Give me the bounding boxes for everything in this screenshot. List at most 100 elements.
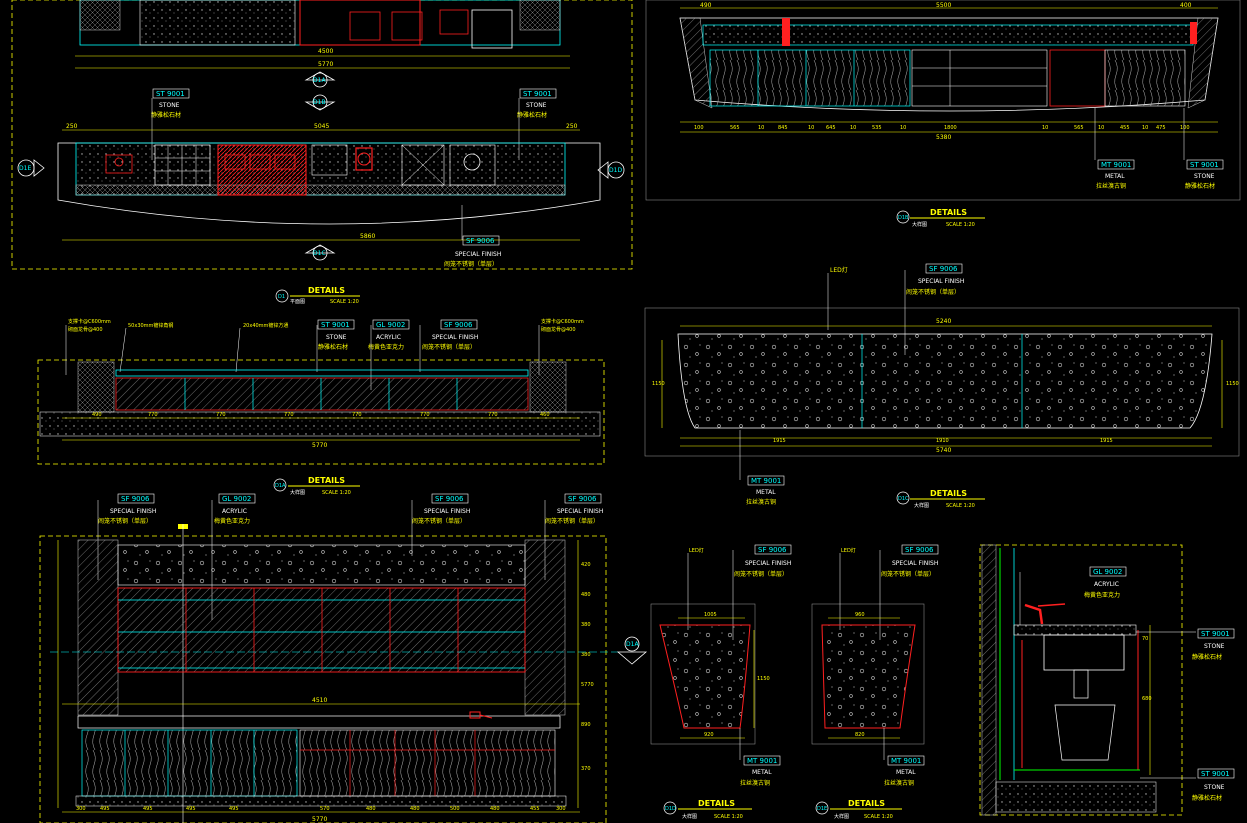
svg-text:490: 490 <box>700 2 712 9</box>
svg-text:820: 820 <box>855 732 865 738</box>
marker-d1a-elev: D1A <box>616 636 648 665</box>
svg-text:GL 9002: GL 9002 <box>222 495 251 503</box>
svg-text:5770: 5770 <box>581 682 594 688</box>
svg-text:SCALE 1:20: SCALE 1:20 <box>322 490 351 496</box>
note-tube: 50x30mm镀锌角钢 <box>119 322 173 373</box>
svg-text:SPECIAL FINISH: SPECIAL FINISH <box>557 508 603 515</box>
svg-text:770: 770 <box>284 412 294 418</box>
svg-text:闹笼不锈钢（单层）: 闹笼不锈钢（单层） <box>545 517 599 525</box>
callout-led-d1c: LED灯 <box>827 266 848 330</box>
svg-text:SF 9006: SF 9006 <box>435 495 464 503</box>
callout-led-small2: LED灯 <box>839 547 856 630</box>
svg-text:LED灯: LED灯 <box>841 547 856 554</box>
svg-text:STONE: STONE <box>526 102 547 109</box>
svg-text:MT 9001: MT 9001 <box>751 477 781 485</box>
detail-sink-section: 70 680 GL 9002 ACRYLIC 梅黄色亚克力 ST 9001 ST… <box>979 544 1235 816</box>
svg-text:ST 9001: ST 9001 <box>1190 161 1219 169</box>
svg-text:1800: 1800 <box>944 125 957 131</box>
svg-text:DETAILS: DETAILS <box>308 286 345 295</box>
svg-text:支撑卡@C600mm: 支撑卡@C600mm <box>541 318 584 325</box>
title-plan: D1 DETAILS 平面图 SCALE 1:20 <box>275 286 360 305</box>
note-keel-left: 支撑卡@C600mm 砌面龙骨@400 <box>65 318 111 375</box>
svg-text:DETAILS: DETAILS <box>848 799 885 808</box>
svg-text:SPECIAL FINISH: SPECIAL FINISH <box>424 508 470 515</box>
svg-text:100: 100 <box>1180 125 1190 131</box>
svg-text:闹笼不锈钢（单层）: 闹笼不锈钢（单层） <box>444 260 498 268</box>
svg-text:480: 480 <box>410 806 420 812</box>
svg-text:20x40mm镀锌方通: 20x40mm镀锌方通 <box>243 322 288 329</box>
svg-text:495: 495 <box>186 806 196 812</box>
svg-text:ACRYLIC: ACRYLIC <box>1094 581 1119 588</box>
svg-text:D1A: D1A <box>313 77 326 84</box>
dim-plan-top: 4500 <box>318 48 333 55</box>
svg-text:490: 490 <box>92 412 102 418</box>
svg-text:D1A: D1A <box>275 483 286 489</box>
svg-text:STONE: STONE <box>159 102 180 109</box>
svg-text:SF 9006: SF 9006 <box>121 495 150 503</box>
svg-text:平面图: 平面图 <box>290 299 305 305</box>
svg-text:SPECIAL FINISH: SPECIAL FINISH <box>455 251 501 258</box>
svg-text:ST 9001: ST 9001 <box>1201 630 1230 638</box>
section-d1b-frame <box>645 0 1241 201</box>
svg-text:拉丝溴古铜: 拉丝溴古铜 <box>746 498 776 506</box>
svg-text:ACRYLIC: ACRYLIC <box>222 508 247 515</box>
svg-text:LED灯: LED灯 <box>689 547 704 554</box>
svg-text:ST 9001: ST 9001 <box>321 321 350 329</box>
svg-text:1915: 1915 <box>1100 438 1113 444</box>
svg-text:455: 455 <box>530 806 540 812</box>
svg-text:50x30mm镀锌角钢: 50x30mm镀锌角钢 <box>128 322 173 329</box>
svg-text:大样图: 大样图 <box>834 813 849 820</box>
svg-text:420: 420 <box>581 562 591 568</box>
svg-text:D1B: D1B <box>313 99 326 106</box>
svg-text:5045: 5045 <box>314 123 329 130</box>
svg-text:370: 370 <box>581 766 591 772</box>
svg-text:SPECIAL FINISH: SPECIAL FINISH <box>892 560 938 567</box>
svg-text:闹笼不锈钢（单层）: 闹笼不锈钢（单层） <box>906 288 960 296</box>
svg-text:静雅松石材: 静雅松石材 <box>1192 794 1222 802</box>
detail-small-1: LED灯 SF 9006 SPECIAL FINISH 闹笼不锈钢（单层） 10… <box>650 544 791 820</box>
svg-text:GL 9002: GL 9002 <box>1093 568 1122 576</box>
svg-text:495: 495 <box>229 806 239 812</box>
svg-text:砌面龙骨@400: 砌面龙骨@400 <box>68 326 103 333</box>
svg-text:静雅松石材: 静雅松石材 <box>318 343 348 351</box>
svg-text:480: 480 <box>366 806 376 812</box>
svg-text:静雅松石材: 静雅松石材 <box>151 111 181 119</box>
svg-text:梅黄色亚克力: 梅黄色亚克力 <box>1084 591 1120 599</box>
callout-mt9001-sec-b: MT 9001 METAL 拉丝溴古铜 <box>1094 108 1135 190</box>
elevation-d1: SF 9006 SPECIAL FINISH 闹笼不锈钢（单层） GL 9002… <box>39 493 648 823</box>
section-d1c: LED灯 SF 9006 SPECIAL FINISH 闹笼不锈钢（单层） 52… <box>644 263 1240 509</box>
svg-text:SCALE 1:20: SCALE 1:20 <box>330 299 359 305</box>
callout-st9001-plan-right: ST 9001 STONE 静雅松石材 <box>517 88 557 160</box>
svg-text:890: 890 <box>581 722 591 728</box>
d1a-dims: 490 770 770 770 770 770 770 460 <box>92 412 550 418</box>
svg-text:5770: 5770 <box>312 442 327 449</box>
svg-text:D1B: D1B <box>898 215 909 221</box>
svg-text:LED灯: LED灯 <box>830 266 848 274</box>
svg-text:455: 455 <box>1120 125 1130 131</box>
svg-text:MT 9001: MT 9001 <box>1101 161 1131 169</box>
svg-text:380: 380 <box>581 622 591 628</box>
svg-text:565: 565 <box>730 125 740 131</box>
callout-led-small1: LED灯 <box>687 547 704 630</box>
svg-text:砌面龙骨@400: 砌面龙骨@400 <box>541 326 576 333</box>
svg-text:ST 9001: ST 9001 <box>1201 770 1230 778</box>
svg-text:闹笼不锈钢（单层）: 闹笼不锈钢（单层） <box>98 517 152 525</box>
marker-d1b: D1B <box>304 94 336 111</box>
svg-text:1005: 1005 <box>704 612 717 618</box>
svg-text:闹笼不锈钢（单层）: 闹笼不锈钢（单层） <box>734 570 788 578</box>
svg-text:770: 770 <box>216 412 226 418</box>
svg-text:SF 9006: SF 9006 <box>466 237 495 245</box>
svg-text:梅黄色亚克力: 梅黄色亚克力 <box>214 517 250 525</box>
svg-text:10: 10 <box>850 125 856 131</box>
svg-text:770: 770 <box>420 412 430 418</box>
svg-text:100: 100 <box>694 125 704 131</box>
svg-text:5860: 5860 <box>360 233 375 240</box>
svg-text:梅黄色亚克力: 梅黄色亚克力 <box>368 343 404 351</box>
svg-text:10: 10 <box>808 125 814 131</box>
svg-text:拉丝溴古铜: 拉丝溴古铜 <box>740 779 770 787</box>
marker-d1e: D1E <box>17 159 45 177</box>
title-small2: D1E DETAILS 大样图 SCALE 1:20 <box>815 799 902 820</box>
svg-text:SCALE 1:20: SCALE 1:20 <box>946 222 975 228</box>
svg-text:DETAILS: DETAILS <box>930 489 967 498</box>
